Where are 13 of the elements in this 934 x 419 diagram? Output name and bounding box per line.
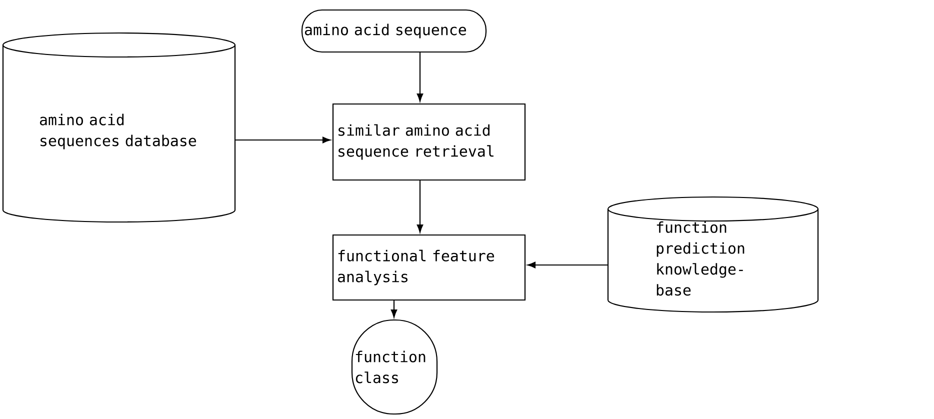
terminal-box: function class (351, 319, 438, 415)
arrow (416, 180, 424, 233)
arrow (236, 136, 331, 144)
arrow (390, 300, 398, 318)
process-box: functional feature analysis (332, 234, 526, 301)
database-cylinder: function prediction knowledge-base (607, 196, 819, 313)
process-box: similar amino acid sequence retrieval (332, 103, 526, 181)
node-label: amino acid sequences database (40, 114, 196, 150)
arrow (527, 262, 608, 268)
terminal-box: amino acid sequence (301, 9, 487, 53)
node-label: function prediction knowledge-base (656, 221, 744, 296)
arrow (416, 52, 424, 102)
database-cylinder: amino acid sequences database (2, 32, 236, 223)
